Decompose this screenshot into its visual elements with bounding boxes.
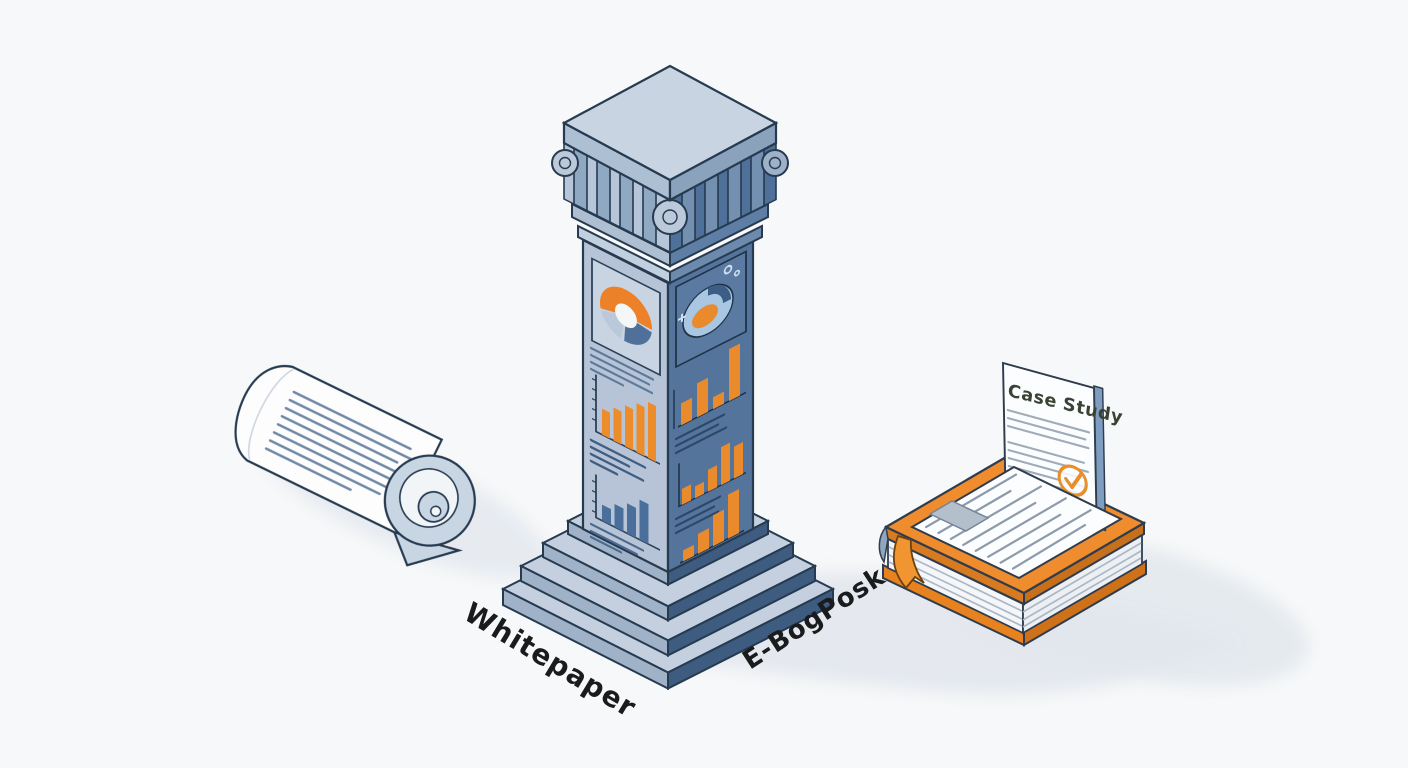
front-text-lines-2 [589, 438, 647, 482]
bar [697, 377, 708, 418]
scroll-endcap-line [247, 368, 294, 460]
bar [648, 401, 656, 462]
sheet-text-lines-1 [1006, 408, 1091, 450]
bar [639, 499, 649, 545]
image-placeholder [928, 500, 990, 532]
bar [683, 544, 694, 562]
axis [595, 474, 660, 551]
column-capital [551, 64, 789, 285]
bar [602, 408, 610, 439]
bar-chart-icon [682, 442, 743, 505]
bar-chart-icon [681, 343, 740, 426]
bar [708, 465, 717, 492]
front-text-lines-1 [589, 346, 655, 395]
bar [614, 503, 624, 532]
volute-icon [551, 149, 579, 177]
scroll-text-lines [264, 390, 417, 496]
bar [695, 481, 704, 499]
side-text-lines-1 [674, 413, 728, 455]
bar [713, 509, 724, 547]
bar [602, 504, 611, 526]
side-bar-chart-bottom [680, 489, 744, 564]
front-text-lines-3 [589, 522, 645, 556]
bar [734, 442, 743, 479]
spine-curl [878, 525, 889, 564]
capital-neck-band-2 [577, 224, 763, 285]
column [500, 64, 836, 691]
bar [682, 484, 691, 505]
bar [728, 489, 739, 539]
front-bar-chart-blue [592, 474, 660, 551]
bar [625, 405, 633, 451]
ribbon-bookmark-icon [892, 534, 925, 590]
bar [721, 442, 730, 486]
bar [729, 343, 740, 402]
bubble-icon [723, 264, 733, 275]
bar [636, 403, 645, 457]
scroll-curl [383, 454, 476, 567]
ring-center [692, 304, 718, 329]
volute-spiral [662, 209, 678, 225]
case-study-book: Case Study [878, 361, 1147, 647]
donut-chart-icon [600, 286, 652, 345]
bar-chart-icon [683, 489, 739, 562]
document-paper [909, 465, 1124, 580]
bar [698, 528, 709, 554]
shaft-front-content [589, 257, 661, 556]
volutes [551, 149, 789, 235]
open-document [909, 465, 1124, 580]
ring-crescent [708, 284, 731, 304]
curl-core [430, 505, 442, 517]
axis-ticks [592, 377, 596, 422]
side-bar-chart-top [673, 343, 746, 430]
bar-chart-icon [602, 499, 649, 545]
capital-abacus [561, 64, 779, 202]
bubble-icon [734, 269, 741, 277]
shaft-side-content [673, 250, 747, 564]
bar [713, 391, 724, 410]
volute-spiral [558, 156, 572, 170]
bar [627, 503, 636, 538]
volute-icon [761, 149, 789, 177]
page-seams-right [1022, 542, 1142, 628]
bar [613, 407, 622, 445]
front-bar-chart-orange [592, 374, 660, 465]
bar-chart-icon [602, 401, 656, 462]
ring-chart-icon [678, 264, 741, 338]
volute-icon [652, 199, 688, 235]
plus-icon [678, 313, 686, 323]
sheet-text-lines-2 [1007, 440, 1089, 499]
side-text-lines-2 [674, 495, 722, 535]
side-bar-chart-middle [678, 442, 746, 508]
donut-hole [615, 303, 637, 329]
volute-spiral [768, 156, 782, 170]
bar [681, 397, 692, 426]
whitepaper-scroll [234, 365, 476, 567]
axis-ticks [592, 479, 596, 514]
check-icon [1064, 472, 1083, 490]
